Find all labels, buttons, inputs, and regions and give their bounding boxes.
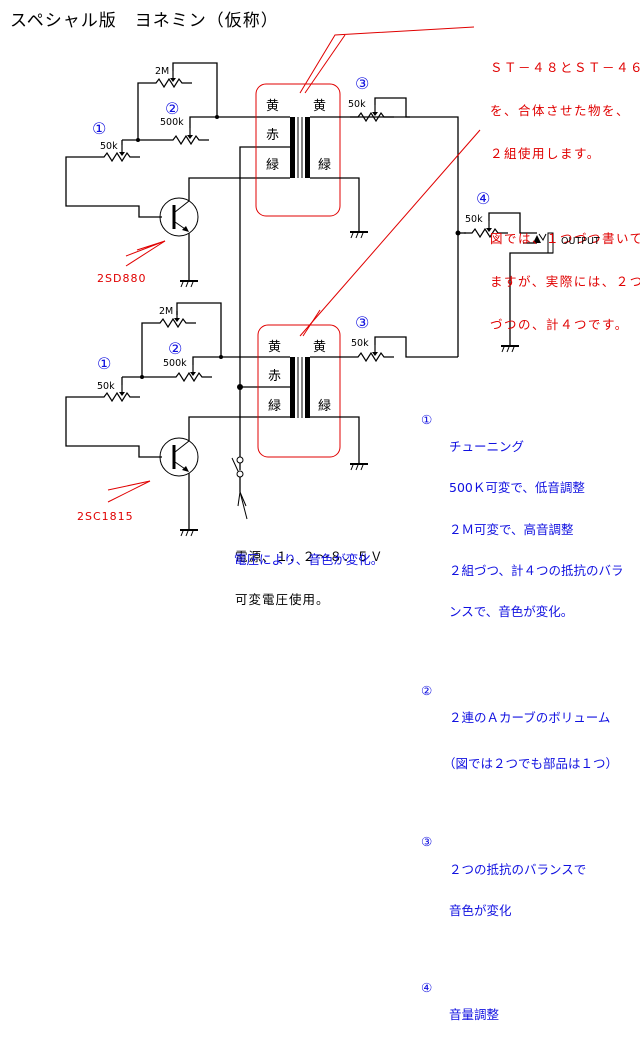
tap-label: 黄 (313, 340, 327, 355)
legend-text: チューニング 500Ｋ可変で、低音調整 ２Ｍ可変で、高音調整 ２組づつ、計４つの… (449, 413, 624, 647)
legend-line: 500Ｋ可変で、低音調整 (449, 480, 585, 496)
transistor-label: 2SD880 (97, 272, 147, 285)
note-line: ＳＴ－４８とＳＴ－４６ (490, 59, 640, 75)
legend-marker: ④ (421, 979, 433, 995)
marker-1: ① (92, 119, 107, 138)
pot-value-label: 500k (163, 358, 187, 369)
legend-item: ③ ２つの抵抗のバランスで 音色が変化 (421, 835, 624, 945)
transformer-box-upper (255, 83, 341, 217)
pot-500k-upper (164, 127, 210, 145)
annotation-lines (107, 26, 481, 503)
lower-circuit (65, 302, 458, 537)
transistor-lower (159, 437, 199, 477)
legend-text: ２連のＡカーブのボリューム （図では２つでも部品は１つ） (443, 684, 618, 798)
legend-marker: ② (421, 682, 433, 698)
marker-2: ② (168, 339, 183, 358)
power-note-line: 電源、１．２～８．５Ｖ (235, 548, 384, 564)
marker-3: ③ (355, 74, 370, 93)
legend-line: ２つの抵抗のバランスで (449, 861, 587, 877)
note-line: ２組使用します。 (490, 146, 601, 161)
pot-value-label: 50k (100, 141, 118, 152)
pot-value-label: 50k (348, 99, 366, 110)
tap-label: 赤 (268, 369, 282, 384)
tap-label: 黄 (313, 99, 327, 114)
marker-2: ② (165, 99, 180, 118)
marker-1: ① (97, 354, 112, 373)
note-line: づつの、計４つです。 (490, 317, 629, 333)
legend-item: ① チューニング 500Ｋ可変で、低音調整 ２Ｍ可変で、高音調整 ２組づつ、計４… (421, 411, 624, 647)
transformer-note: ＳＴ－４８とＳＴ－４６ を、合体させた物を、 ２組使用します。 図では、１つづつ… (490, 32, 640, 347)
transformer-box-lower (257, 324, 341, 458)
legend-item: ② ２連のＡカーブのボリューム （図では２つでも部品は１つ） (421, 682, 624, 798)
legend-line: チューニング (449, 439, 525, 454)
legend-line: ２連のＡカーブのボリューム (449, 710, 611, 726)
legend-item: ④ 音量調整 (421, 979, 624, 1050)
legend-line: （図では２つでも部品は１つ） (443, 755, 619, 771)
note-line: ますが、実際には、２つ (490, 274, 640, 289)
pot-value-label: 50k (97, 381, 115, 392)
output-section (455, 212, 554, 353)
legend-line: 音色が変化 (449, 903, 512, 918)
power-note-line: 可変電圧使用。 (235, 591, 330, 607)
tap-label: 緑 (268, 399, 282, 414)
legend-line: ２Ｍ可変で、高音調整 (449, 521, 574, 537)
pot-value-label: 2M (155, 66, 170, 77)
upper-circuit (65, 62, 459, 470)
legend-line: ２組づつ、計４つの抵抗のバラ (449, 562, 624, 578)
note-line: 図では、１つづつ書いて (490, 230, 640, 246)
legend-marker: ③ (421, 834, 433, 850)
tap-label: 黄 (266, 99, 280, 114)
tap-label: 黄 (268, 340, 282, 355)
marker-4: ④ (476, 189, 491, 208)
circuit-diagram (65, 26, 554, 537)
tap-label: 緑 (318, 158, 332, 173)
pot-value-label: 50k (465, 214, 483, 225)
legend-text: 音量調整 (449, 981, 499, 1050)
power-note: 電源、１．２～８．５Ｖ 可変電圧使用。 (235, 521, 384, 622)
power-note-blue: 電圧により、音色が変化。 (234, 552, 384, 567)
pot-value-label: 50k (351, 338, 369, 349)
pot-value-label: 500k (160, 117, 184, 128)
legend-text: ２つの抵抗のバランスで 音色が変化 (449, 835, 586, 945)
page-title: スペシャル版 ヨネミン（仮称） (10, 11, 279, 31)
marker-3: ③ (355, 313, 370, 332)
legend-marker: ① (421, 411, 433, 427)
pot-value-label: 2M (159, 306, 174, 317)
legend-line: 音量調整 (449, 1007, 500, 1023)
tap-label: 赤 (266, 128, 280, 143)
note-line: を、合体させた物を、 (490, 102, 631, 118)
transistor-upper (159, 197, 199, 237)
power-switch[interactable] (231, 456, 248, 520)
tap-label: 緑 (318, 399, 332, 414)
output-label: OUTPUT (561, 236, 600, 247)
transistor-label: 2SC1815 (77, 510, 134, 523)
legend-line: ンスで、音色が変化。 (449, 604, 574, 619)
tap-label: 緑 (266, 158, 280, 173)
legend: ① チューニング 500Ｋ可変で、低音調整 ２Ｍ可変で、高音調整 ２組づつ、計４… (421, 385, 624, 1063)
